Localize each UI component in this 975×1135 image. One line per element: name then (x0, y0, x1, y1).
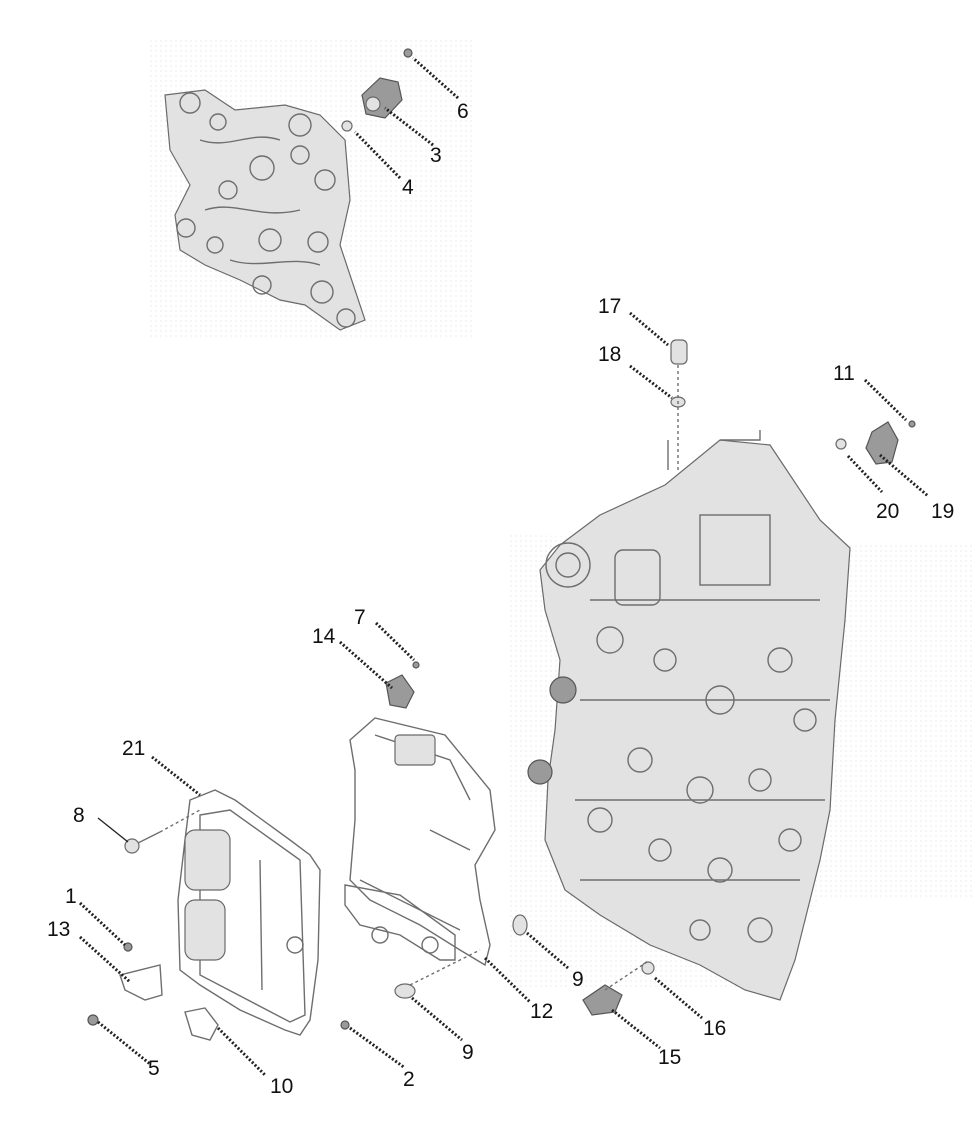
callout-21: 21 (122, 737, 145, 760)
callout-13: 13 (47, 918, 70, 941)
part-17-plug (670, 339, 688, 365)
callout-7: 7 (354, 606, 366, 629)
callout-6: 6 (457, 100, 469, 123)
upper-valve-body (164, 89, 366, 331)
callout-labels: 6 3 4 17 18 11 20 19 7 14 21 8 1 13 12 9… (47, 100, 954, 1098)
callout-3: 3 (430, 144, 442, 167)
separator-plate (349, 717, 496, 967)
callout-9-lower: 9 (462, 1041, 474, 1064)
part-8-bolt (124, 831, 161, 854)
part-21-cover (177, 789, 321, 1036)
callout-16: 16 (703, 1017, 726, 1040)
part-5-screw (87, 1014, 99, 1026)
callout-20: 20 (876, 500, 899, 523)
part-14-solenoid (385, 674, 415, 709)
callout-19: 19 (931, 500, 954, 523)
part-7-bolt (412, 661, 420, 669)
part-6-bolt (403, 48, 413, 58)
callout-18: 18 (598, 343, 621, 366)
part-3-solenoid (361, 77, 403, 119)
part-9-plug-lower (394, 983, 416, 999)
callout-17: 17 (598, 295, 621, 318)
callout-15: 15 (658, 1046, 681, 1069)
part-1-clip (123, 942, 133, 952)
part-11-bolt (908, 420, 916, 428)
callout-5: 5 (148, 1057, 160, 1080)
callout-9-upper: 9 (572, 968, 584, 991)
callout-10: 10 (270, 1075, 293, 1098)
callout-11: 11 (833, 362, 855, 385)
callout-14: 14 (312, 625, 336, 648)
main-valve-body (527, 430, 851, 1001)
part-15-solenoid (582, 984, 623, 1016)
part-20-seal (835, 438, 847, 450)
part-19-solenoid (865, 421, 899, 465)
callout-12: 12 (530, 1000, 553, 1023)
callout-1: 1 (65, 885, 77, 908)
part-9-plug-upper (512, 914, 528, 936)
part-10-clip (184, 1007, 219, 1041)
part-4-seal (341, 120, 353, 132)
callout-8: 8 (73, 804, 85, 827)
part-13-bracket (119, 964, 163, 1001)
part-12-assembly (344, 884, 456, 961)
callout-4: 4 (402, 176, 414, 199)
part-16-seal (641, 961, 655, 975)
leader-lines (78, 56, 929, 1077)
part-2-screw (340, 1020, 350, 1030)
callout-2: 2 (403, 1068, 415, 1091)
